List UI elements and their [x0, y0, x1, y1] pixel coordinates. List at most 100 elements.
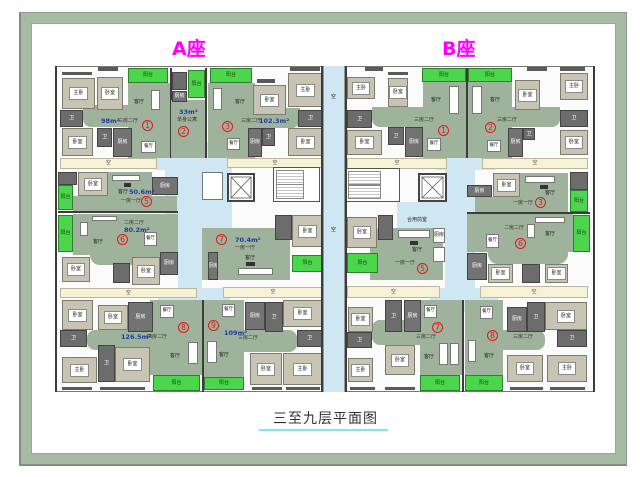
a7-type: 一房一厅 [235, 245, 256, 251]
b2-type: 三房二厅 [497, 117, 518, 123]
room-label: 卧室 [389, 86, 407, 99]
a2-bathroom [172, 72, 187, 90]
b2-sofa [472, 86, 482, 114]
a6-living-room-label: 客厅 [93, 239, 104, 245]
room-label: 空 [532, 160, 538, 166]
b7-living-room-label: 客厅 [424, 354, 435, 360]
a9-bedroom: 卧室 [283, 300, 322, 327]
b1-bedroom: 卧室 [388, 78, 408, 107]
room-label: 阳台 [576, 230, 587, 236]
room-label: 厨房 [135, 313, 146, 320]
a9-unit-number: 9 [208, 320, 219, 331]
room-label: 主卧 [69, 87, 88, 100]
room-label: 卧室 [256, 362, 275, 376]
b3-type: 一房一厅 [513, 200, 534, 206]
a9-type: 三房二厅 [238, 335, 259, 341]
room-label: 卫 [101, 134, 107, 140]
a5-unit-number: 5 [141, 196, 152, 207]
b6-bedroom: 卧室 [488, 264, 513, 283]
a5-bathroom [58, 172, 77, 185]
b3-bedroom: 卧室 [493, 173, 520, 197]
room-label: 阳台 [357, 259, 368, 266]
room-label: 阳台 [225, 72, 236, 78]
a8-master-bedroom: 主卧 [62, 357, 97, 383]
a6-area: 80.2m² [124, 226, 150, 234]
a3-bathroom: 卫 [262, 128, 275, 146]
room-label: 卧室 [298, 224, 317, 238]
b-exterior-wall-right [593, 66, 595, 392]
b2-balcony: 阳台 [468, 68, 512, 82]
a3-type: 三房二厅 [241, 118, 262, 124]
b1-unit-number: 1 [438, 125, 449, 136]
room-label: 阳台 [191, 80, 202, 87]
b8-dining-table: 餐厅 [480, 306, 493, 319]
b3-living-room-label: 客厅 [545, 190, 556, 196]
a-light-well-4: 空 [223, 287, 323, 298]
b7-sofa [439, 343, 448, 365]
room-label: 空 [270, 289, 276, 295]
a7-balcony: 阳台 [292, 255, 323, 272]
b6-kitchen: 厨房 [467, 253, 487, 280]
b8-living-room-label: 客厅 [484, 353, 495, 359]
b5-tv [410, 241, 418, 245]
a9-kitchen: 厨房 [245, 302, 265, 330]
room-label: 餐厅 [489, 142, 499, 148]
room-label: 卧室 [293, 307, 312, 320]
a9-master-bedroom: 主卧 [283, 353, 322, 385]
a8-living-room-label: 客厅 [170, 353, 181, 359]
b1-master-bedroom: 主卧 [347, 77, 375, 99]
window [550, 387, 585, 390]
a5-tv [124, 183, 131, 187]
a5-sofa [112, 175, 140, 181]
b-elevator [418, 173, 447, 202]
a-light-well-3: 空 [60, 288, 197, 298]
a8-kitchen: 厨房 [128, 302, 153, 332]
a1-kitchen: 厨房 [113, 128, 132, 157]
b2-bathroom: 卫 [523, 128, 535, 140]
room-label: 主卧 [557, 362, 576, 375]
a1-master-bathroom: 卫 [60, 110, 83, 127]
a7-kitchen: 厨房 [208, 252, 218, 280]
room-label: 卧室 [352, 226, 371, 239]
window [527, 67, 547, 71]
room-label: 厨房 [511, 316, 522, 322]
a6-type: 二房二厅 [124, 220, 145, 226]
b1-b2-partition-wall [466, 68, 468, 158]
b6-bathroom [522, 264, 540, 283]
a1-type: 三房二厅 [118, 118, 139, 124]
room-label: 餐厅 [146, 235, 155, 241]
a8-dining-table: 餐厅 [160, 305, 174, 318]
room-label: 卫 [356, 115, 362, 122]
title-underline [259, 429, 388, 431]
room-label: 主卧 [564, 80, 583, 93]
a3-master-bedroom: 主卧 [288, 73, 323, 107]
b8-type: 三房二厅 [513, 334, 534, 340]
b5-bathroom [378, 215, 393, 240]
a8-balcony: 阳台 [153, 375, 200, 391]
b8-bathroom: 卫 [527, 302, 545, 332]
a5-a6-partition-wall [58, 211, 178, 213]
b5-kitchen: 厨房 [433, 228, 445, 243]
room-label: 卧室 [260, 93, 279, 107]
room-label: 卧室 [68, 135, 87, 149]
b8-bedroom: 卧室 [507, 355, 543, 382]
stair-flight [348, 184, 381, 199]
room-label: 卧室 [564, 136, 583, 149]
a2-a3-partition-wall [205, 68, 207, 158]
b6-dining-table: 餐厅 [486, 234, 499, 248]
b1-master-bathroom: 卫 [347, 110, 372, 128]
room-label: 卧室 [296, 135, 315, 149]
room-label: 卧室 [68, 308, 87, 322]
room-label: 餐厅 [426, 308, 435, 314]
a9-dining-table: 餐厅 [222, 304, 235, 317]
a8-type: 四房二厅 [147, 334, 168, 340]
b5-type: 一房一厅 [395, 260, 416, 266]
room-label: 卫 [571, 115, 577, 121]
a9-area: 109m² [224, 329, 248, 337]
b3-unit-number: 3 [535, 197, 546, 208]
b8-sofa [468, 340, 476, 362]
a1-balcony: 阳台 [128, 68, 168, 83]
a8-bedroom: 卧室 [62, 300, 93, 330]
a6-sofa [80, 222, 88, 236]
